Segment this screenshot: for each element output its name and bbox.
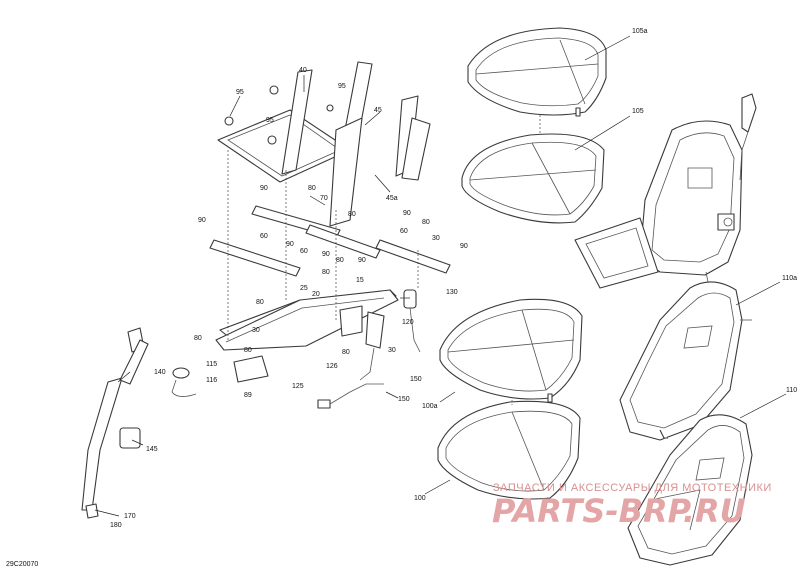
callout-20: 20 — [312, 291, 320, 298]
callout-126: 126 — [326, 363, 338, 370]
callout-60-b: 60 — [300, 248, 308, 255]
callout-30-b: 30 — [252, 327, 260, 334]
callout-95-b: 95 — [338, 83, 346, 90]
callout-25: 25 — [300, 285, 308, 292]
callout-100a: 100a — [422, 403, 438, 410]
callout-45a: 45a — [386, 195, 398, 202]
callout-30-c: 30 — [388, 347, 396, 354]
callout-95-c: 95 — [266, 117, 274, 124]
callout-110: 110 — [786, 387, 797, 394]
callout-180: 180 — [110, 522, 122, 529]
callout-145: 145 — [146, 446, 158, 453]
callout-45: 45 — [374, 107, 382, 114]
callout-70: 70 — [320, 195, 328, 202]
callout-90-d: 90 — [403, 210, 411, 217]
switch-harness — [171, 367, 384, 409]
upper-frame — [217, 61, 431, 227]
callout-30-a: 30 — [432, 235, 440, 242]
callout-80-c: 80 — [422, 219, 430, 226]
cushion-100a — [439, 298, 583, 403]
callout-90-f: 90 — [322, 251, 330, 258]
callout-labels: 105a 105 110a 110 100a 100 40 95 95 95 4… — [110, 28, 797, 529]
lower-base-frame — [215, 289, 421, 383]
cushion-100 — [437, 400, 581, 500]
callout-80-g: 80 — [194, 335, 202, 342]
callout-115: 115 — [206, 361, 217, 368]
callout-80-a: 80 — [308, 185, 316, 192]
seat-rh-upper — [574, 93, 757, 289]
cushion-105 — [461, 133, 605, 224]
callout-130: 130 — [446, 289, 458, 296]
callout-80-d: 80 — [336, 257, 344, 264]
callout-90-e: 90 — [460, 243, 468, 250]
callout-80-h: 80 — [244, 347, 252, 354]
callout-150-a: 150 — [410, 376, 422, 383]
callout-15: 15 — [356, 277, 364, 284]
seat-belt-assembly — [81, 327, 149, 519]
callout-40: 40 — [299, 67, 307, 74]
callout-170: 170 — [124, 513, 136, 520]
callout-90-g: 90 — [358, 257, 366, 264]
callout-90-a: 90 — [260, 185, 268, 192]
callout-80-e: 80 — [322, 269, 330, 276]
diagram-code: 29C20070 — [6, 561, 38, 568]
leader-lines — [94, 35, 787, 517]
seat-110a — [619, 281, 752, 441]
callout-150-b: 150 — [398, 396, 410, 403]
callout-90-b: 90 — [198, 217, 206, 224]
callout-125: 125 — [292, 383, 304, 390]
seat-110 — [627, 414, 753, 566]
callout-60-a: 60 — [260, 233, 268, 240]
callout-105a: 105a — [632, 28, 648, 35]
callout-80-b: 80 — [348, 211, 356, 218]
callout-95-a: 95 — [236, 89, 244, 96]
watermark-brand: PARTS-BRP.RU — [492, 492, 746, 530]
callout-140: 140 — [154, 369, 166, 376]
callout-100: 100 — [414, 495, 426, 502]
callout-120: 120 — [402, 319, 414, 326]
callout-105: 105 — [632, 108, 644, 115]
watermark: ЗАПЧАСТИ И АКСЕССУАРЫ ДЛЯ МОТОТЕХНИКИ PA… — [492, 482, 772, 530]
callout-89: 89 — [244, 392, 252, 399]
watermark-caption: ЗАПЧАСТИ И АКСЕССУАРЫ ДЛЯ МОТОТЕХНИКИ — [493, 482, 772, 494]
callout-116: 116 — [206, 377, 217, 384]
callout-90-c: 90 — [286, 241, 294, 248]
callout-80-i: 80 — [342, 349, 350, 356]
callout-110a: 110a — [782, 275, 797, 282]
callout-60-c: 60 — [400, 228, 408, 235]
alignment-lines — [227, 115, 541, 405]
callout-80-f: 80 — [256, 299, 264, 306]
cushion-105a — [467, 27, 607, 117]
